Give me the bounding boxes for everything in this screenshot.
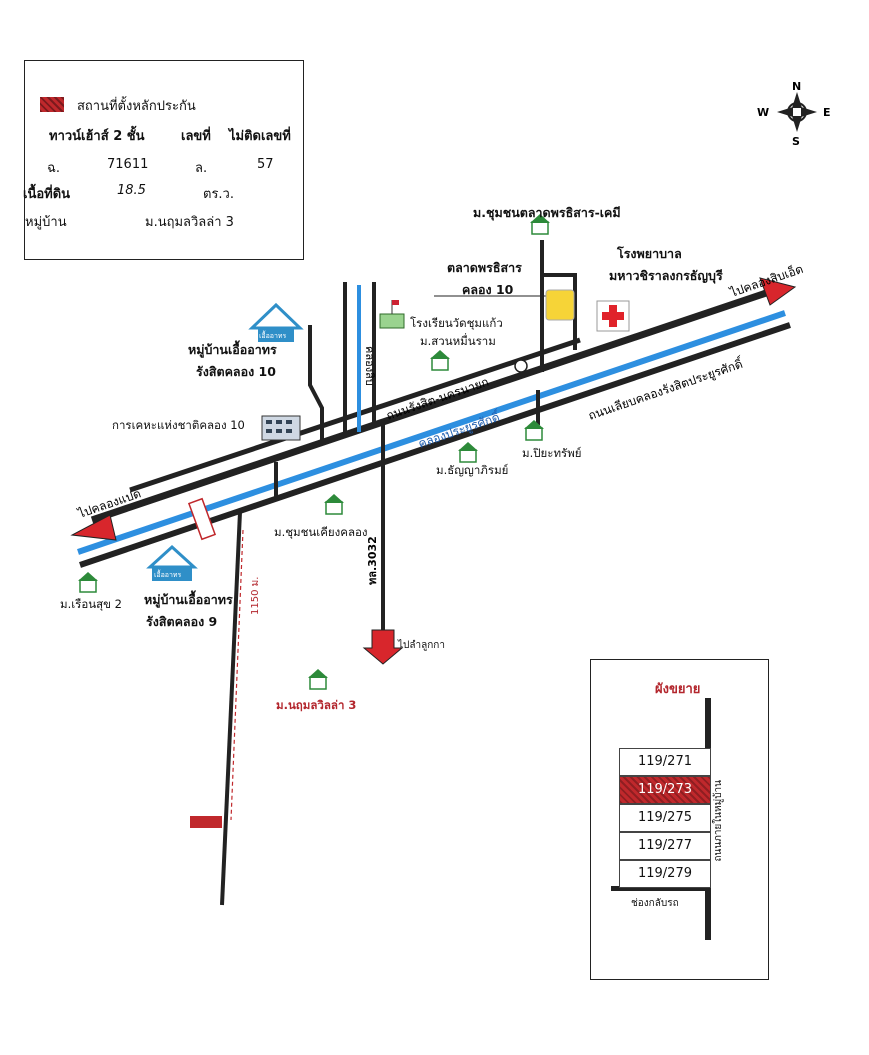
label-to-lam-luk-ka: ไปลำลูกกา — [398, 640, 445, 651]
legend-box: สถานที่ตั้งหลักประกัน ทาวน์เฮ้าส์ 2 ชั้น… — [23, 60, 304, 260]
distance-line — [230, 529, 244, 821]
collateral-marker — [190, 816, 222, 828]
legend-area-value: 18.5 — [117, 183, 146, 198]
label-klong-prayoon: คลองประยูรศักดิ์ — [416, 407, 504, 451]
house-icon-piya-sap — [524, 420, 544, 441]
label-eua-arthorn-9-line2: รังสิตคลอง 9 — [146, 614, 218, 629]
label-suan-muen-ram: ม.สวนหมื่นราม — [420, 334, 496, 348]
legend-village-label: หมู่บ้าน — [25, 215, 67, 230]
legend-village-value: ม.นฤมลวิลล่า 3 — [145, 215, 234, 230]
legend-lot-prefix: ล. — [195, 161, 208, 176]
label-talad-line1: ตลาดพรธิสาร — [447, 260, 522, 275]
label-eua-arthorn-10-line2: รังสิตคลอง 10 — [196, 364, 276, 379]
house-icon-chumchon-talad — [530, 214, 550, 235]
market-logo — [545, 289, 575, 321]
compass-n: N — [792, 80, 801, 93]
plan-plot-1: 119/271 — [619, 748, 711, 776]
label-ruen-suk-2: ม.เรือนสุข 2 — [60, 597, 122, 611]
landmark-circle — [514, 359, 528, 373]
house-icon-narumon — [308, 669, 328, 690]
legend-area-unit: ตร.ว. — [203, 187, 234, 202]
frontage-road — [129, 337, 581, 493]
collateral-swatch — [40, 97, 64, 112]
label-thanya-rom: ม.ธัญญาภิรมย์ — [436, 463, 509, 477]
label-piya-sap: ม.ปิยะทรัพย์ — [522, 446, 582, 460]
legend-deed-prefix: ฉ. — [47, 161, 60, 176]
label-eua-arthorn-9-line1: หมู่บ้านเอื้ออาทร — [144, 592, 233, 607]
road-eua-arthorn — [308, 325, 324, 440]
house-icon-ruen-suk — [78, 572, 98, 593]
building-icon — [261, 415, 301, 441]
legend-no-number-header: ไม่ติดเลขที่ — [229, 129, 291, 144]
arrow-to-klong-paet — [70, 514, 117, 541]
label-hospital-line1: โรงพยาบาล — [617, 246, 682, 261]
legend-lot-number: 57 — [257, 157, 274, 172]
compass-e: E — [823, 106, 831, 119]
plan-plot-2-highlighted: 119/273 — [619, 776, 711, 804]
plan-plot-4: 119/277 — [619, 832, 711, 860]
label-school: โรงเรียนวัดชุมแก้ว — [410, 316, 503, 330]
label-distance: 1150 ม. — [250, 577, 261, 615]
plan-road-label: ถนนภายในหมู่บ้าน — [713, 780, 724, 862]
hospital-cross-h — [602, 312, 624, 320]
legend-deed-number: 71611 — [107, 157, 149, 172]
house-icon-kiang-klong — [324, 494, 344, 515]
legend-area-label: เนื้อที่ดิน — [23, 187, 71, 202]
label-talad-line2: คลอง 10 — [462, 282, 514, 297]
legend-type-header: ทาวน์เฮ้าส์ 2 ชั้น — [49, 129, 145, 144]
label-eua-sign-10: เอื้ออาทร — [259, 329, 287, 340]
label-route-3032: ทล.3032 — [366, 536, 379, 585]
road-to-collateral — [220, 511, 242, 906]
eua-arthorn-logo-10 — [248, 302, 304, 342]
expanded-plan: ผังขยาย 119/271 119/273 119/275 119/277 … — [590, 659, 769, 980]
label-housing-authority: การเคหะแห่งชาติคลอง 10 — [112, 418, 245, 432]
house-icon-suan-muen-ram — [430, 350, 450, 371]
compass-s: S — [792, 135, 800, 148]
legend-collateral-label: สถานที่ตั้งหลักประกัน — [77, 99, 196, 114]
label-hospital-line2: มหาวชิราลงกรธัญบุรี — [609, 268, 723, 283]
road-market-loop — [542, 273, 577, 350]
label-klong-sip: คลองสิบ — [363, 346, 376, 386]
house-icon-thanya-rom — [458, 442, 478, 463]
school-icon — [379, 300, 405, 329]
legend-number-header: เลขที่ — [181, 129, 211, 144]
plan-lane-label: ช่องกลับรถ — [631, 898, 679, 909]
arrow-to-klong-sip-et — [759, 277, 797, 306]
bridge — [187, 497, 217, 541]
arrow-to-lam-luk-ka — [362, 629, 404, 665]
compass-icon — [777, 92, 817, 132]
plan-u-turn-lane — [611, 886, 711, 891]
plan-title: ผังขยาย — [655, 682, 701, 697]
plan-plot-3: 119/275 — [619, 804, 711, 832]
label-chumchon-talad: ม.ชุมชนตลาดพรธิสาร-เคมี — [473, 205, 621, 220]
plan-plot-5: 119/279 — [619, 860, 711, 888]
label-eua-sign-9: เอื้ออาทร — [154, 568, 182, 579]
main-road — [90, 286, 777, 524]
label-chumchon-kiang-klong: ม.ชุมชนเคียงคลอง — [274, 525, 368, 539]
label-eua-arthorn-10-line1: หมู่บ้านเอื้ออาทร — [188, 342, 277, 357]
label-narumon-villa: ม.นฤมลวิลล่า 3 — [276, 698, 357, 712]
compass-w: W — [757, 106, 769, 119]
eua-arthorn-logo-9 — [146, 544, 198, 581]
